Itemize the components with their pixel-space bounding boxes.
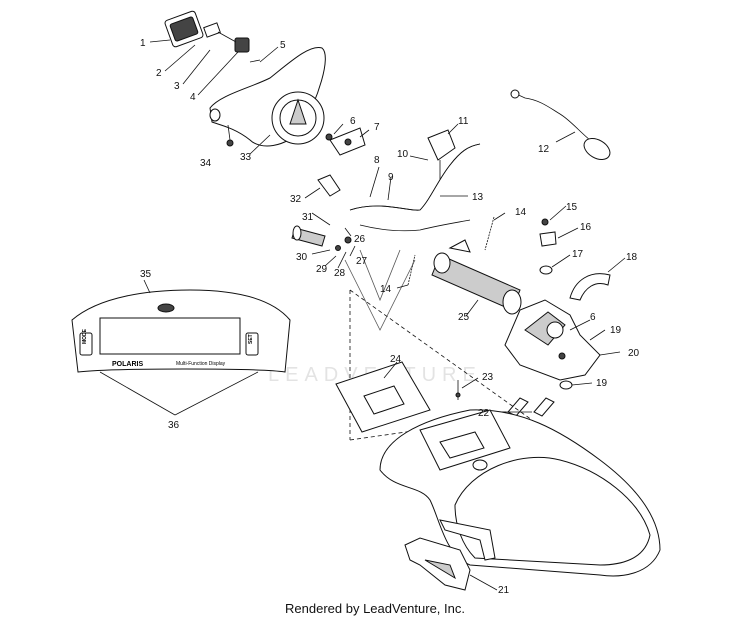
callout-6: 6 — [350, 116, 356, 127]
callout-8: 8 — [374, 155, 380, 166]
callout-20: 20 — [628, 348, 640, 359]
callout-17: 17 — [572, 249, 584, 260]
part-clamp — [329, 127, 366, 156]
callout-15: 15 — [566, 202, 578, 213]
callout-28: 28 — [334, 268, 346, 279]
display-subtitle: Multi-Function Display — [176, 361, 226, 367]
callout-13: 13 — [472, 192, 484, 203]
callout-21: 21 — [498, 585, 510, 596]
callout-30: 30 — [296, 252, 308, 263]
callout-11: 11 — [458, 116, 469, 127]
display-left-button-label: MODE — [82, 328, 88, 344]
callout-5: 5 — [280, 40, 286, 51]
callout-2: 2 — [156, 68, 162, 79]
callout-23: 23 — [482, 372, 494, 383]
callout-12: 12 — [538, 144, 550, 155]
callout-33: 33 — [240, 152, 252, 163]
part-handlebar — [349, 143, 481, 232]
callout-7: 7 — [374, 122, 380, 133]
callout-22: 22 — [478, 408, 490, 419]
part-lanyard — [510, 89, 611, 160]
callout-14-lower: 14 — [380, 284, 392, 295]
callout-19-upper: 19 — [610, 325, 622, 336]
callout-35: 35 — [140, 269, 152, 280]
callout-19-lower: 19 — [596, 378, 608, 389]
callout-31: 31 — [302, 212, 314, 223]
part-bracket — [404, 519, 496, 591]
part-hood — [379, 409, 661, 577]
callout-16: 16 — [580, 222, 592, 233]
callout-10: 10 — [397, 149, 409, 160]
callout-14-upper: 14 — [515, 207, 527, 218]
part-handlebar-cover — [209, 46, 326, 147]
callout-labels: 1 2 3 4 5 6 7 8 9 10 11 12 13 14 14 15 1… — [140, 38, 640, 596]
callout-27: 27 — [356, 256, 368, 267]
callout-9: 9 — [388, 172, 394, 183]
callout-18: 18 — [626, 252, 638, 263]
callout-6-right: 6 — [590, 312, 596, 323]
part-display-panel: MODE SET POLARIS Multi-Function Display — [71, 289, 291, 373]
callout-29: 29 — [316, 264, 328, 275]
part-steering-post — [431, 239, 522, 315]
callout-26: 26 — [354, 234, 366, 245]
callout-3: 3 — [174, 81, 180, 92]
callout-34: 34 — [200, 158, 212, 169]
callout-25: 25 — [458, 312, 470, 323]
part-steering-housing — [504, 299, 601, 381]
part-grip — [291, 174, 341, 247]
callout-36: 36 — [168, 420, 180, 431]
callout-32: 32 — [290, 194, 302, 205]
callout-1: 1 — [140, 38, 146, 49]
callout-4: 4 — [190, 92, 196, 103]
part-throttle — [427, 129, 456, 180]
display-right-button-label: SET — [248, 334, 254, 344]
footer-credit: Rendered by LeadVenture, Inc. — [285, 601, 465, 616]
part-display-plate — [335, 361, 431, 433]
display-brand: POLARIS — [112, 361, 143, 368]
part-gauge-assembly — [164, 10, 250, 53]
callout-24: 24 — [390, 354, 402, 365]
